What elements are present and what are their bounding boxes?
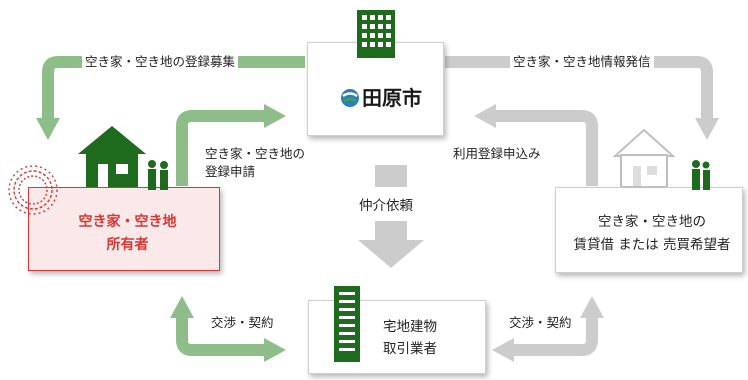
arrow-negotiation-left-head-up [170,296,194,318]
realtor-label-line1: 宅地建物 [383,319,437,335]
owner-house-icon [78,126,146,187]
city-hall-building-icon [357,10,395,58]
arrow-info [445,56,713,122]
arrow-brokerage-upper [375,165,407,187]
owner-stamp-icon [8,165,58,215]
label-user-register: 利用登録申込み [453,146,541,161]
arrow-brokerage-lower [375,221,407,241]
arrow-negotiation-left-head-right [264,338,286,362]
label-brokerage: 仲介依頼 [359,198,413,214]
seekers-house-icon [613,128,675,188]
office-building-icon [334,286,360,362]
label-negotiation-left: 交渉・契約 [211,315,274,330]
seekers-label-line2: 賃貸借 または 売買希望者 [573,237,731,253]
tahara-city-emblem-icon [341,89,359,107]
seekers-people-icon [692,160,710,190]
arrow-apply-head [264,104,286,128]
realtor-label-line2: 取引業者 [383,341,437,357]
owner-people-icon [148,160,168,190]
arrow-user-register-head [474,104,496,128]
label-negotiation-right: 交渉・契約 [509,315,572,330]
label-apply-line1: 空き家・空き地の [205,146,306,161]
arrow-apply [176,110,268,186]
arrow-negotiation-right-head-left [492,338,514,362]
arrow-negotiation-right [510,314,598,356]
city-name: 田原市 [362,86,422,110]
owner-label-line1: 空き家・空き地 [78,214,177,230]
seekers-label-line1: 空き家・空き地の [598,214,706,230]
seekers-box [555,187,743,273]
arrow-recruit-head [36,118,60,140]
owner-label-line2: 所有者 [106,237,149,253]
arrow-info-head [695,118,719,140]
label-info: 空き家・空き地情報発信 [510,53,654,71]
arrow-negotiation-right-head-up [580,296,604,318]
arrow-negotiation-left [176,314,268,356]
label-recruit: 空き家・空き地の登録募集 [82,53,239,71]
arrow-user-register [492,110,598,186]
label-apply-line2: 登録申請 [205,164,256,179]
arrow-brokerage-head [358,240,424,268]
owner-box [28,187,220,271]
arrow-recruit [42,56,305,122]
